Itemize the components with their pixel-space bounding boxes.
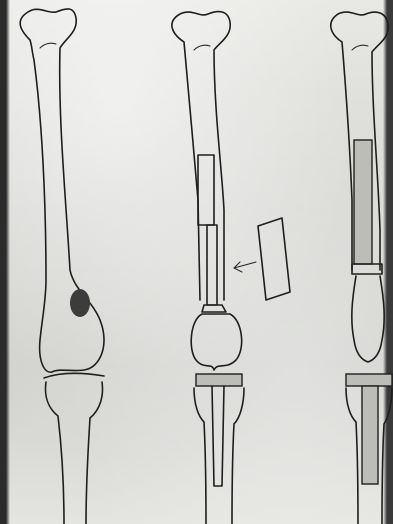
panel-3-tibial-stem — [362, 386, 378, 484]
panel-2-arrow — [234, 262, 256, 272]
panel-3-distal-femur — [352, 276, 384, 362]
panel-2-neck-line — [194, 45, 210, 50]
panel-2-resection — [172, 12, 290, 524]
panel-1-femur-outline — [20, 9, 104, 372]
panel-1-femur-neck-line — [40, 43, 56, 48]
panel-2-tibia-outline — [194, 388, 244, 524]
panel-3-allograft-stem — [354, 140, 372, 264]
panel-2-knee-component — [191, 314, 241, 370]
panel-1-femur-with-tumor — [20, 9, 104, 524]
panel-3-neck-line — [352, 45, 368, 50]
panel-1-knee-line — [44, 373, 104, 378]
panel-1-tibia-outline — [46, 382, 103, 524]
panel-2-rod-upper — [198, 155, 214, 225]
panel-3-reconstruction — [331, 12, 392, 524]
panel-1-tumor — [70, 289, 90, 317]
panel-2-tibial-stem — [212, 386, 224, 486]
panel-3-junction-ring — [352, 264, 382, 274]
panel-3-tibial-tray — [346, 374, 392, 386]
panel-2-femur-outline — [172, 12, 230, 300]
panel-2-rod-lower — [207, 225, 217, 305]
panel-2-resected-segment — [258, 218, 290, 300]
panel-2-collar — [202, 305, 226, 312]
panel-2-tibial-tray — [196, 374, 242, 386]
